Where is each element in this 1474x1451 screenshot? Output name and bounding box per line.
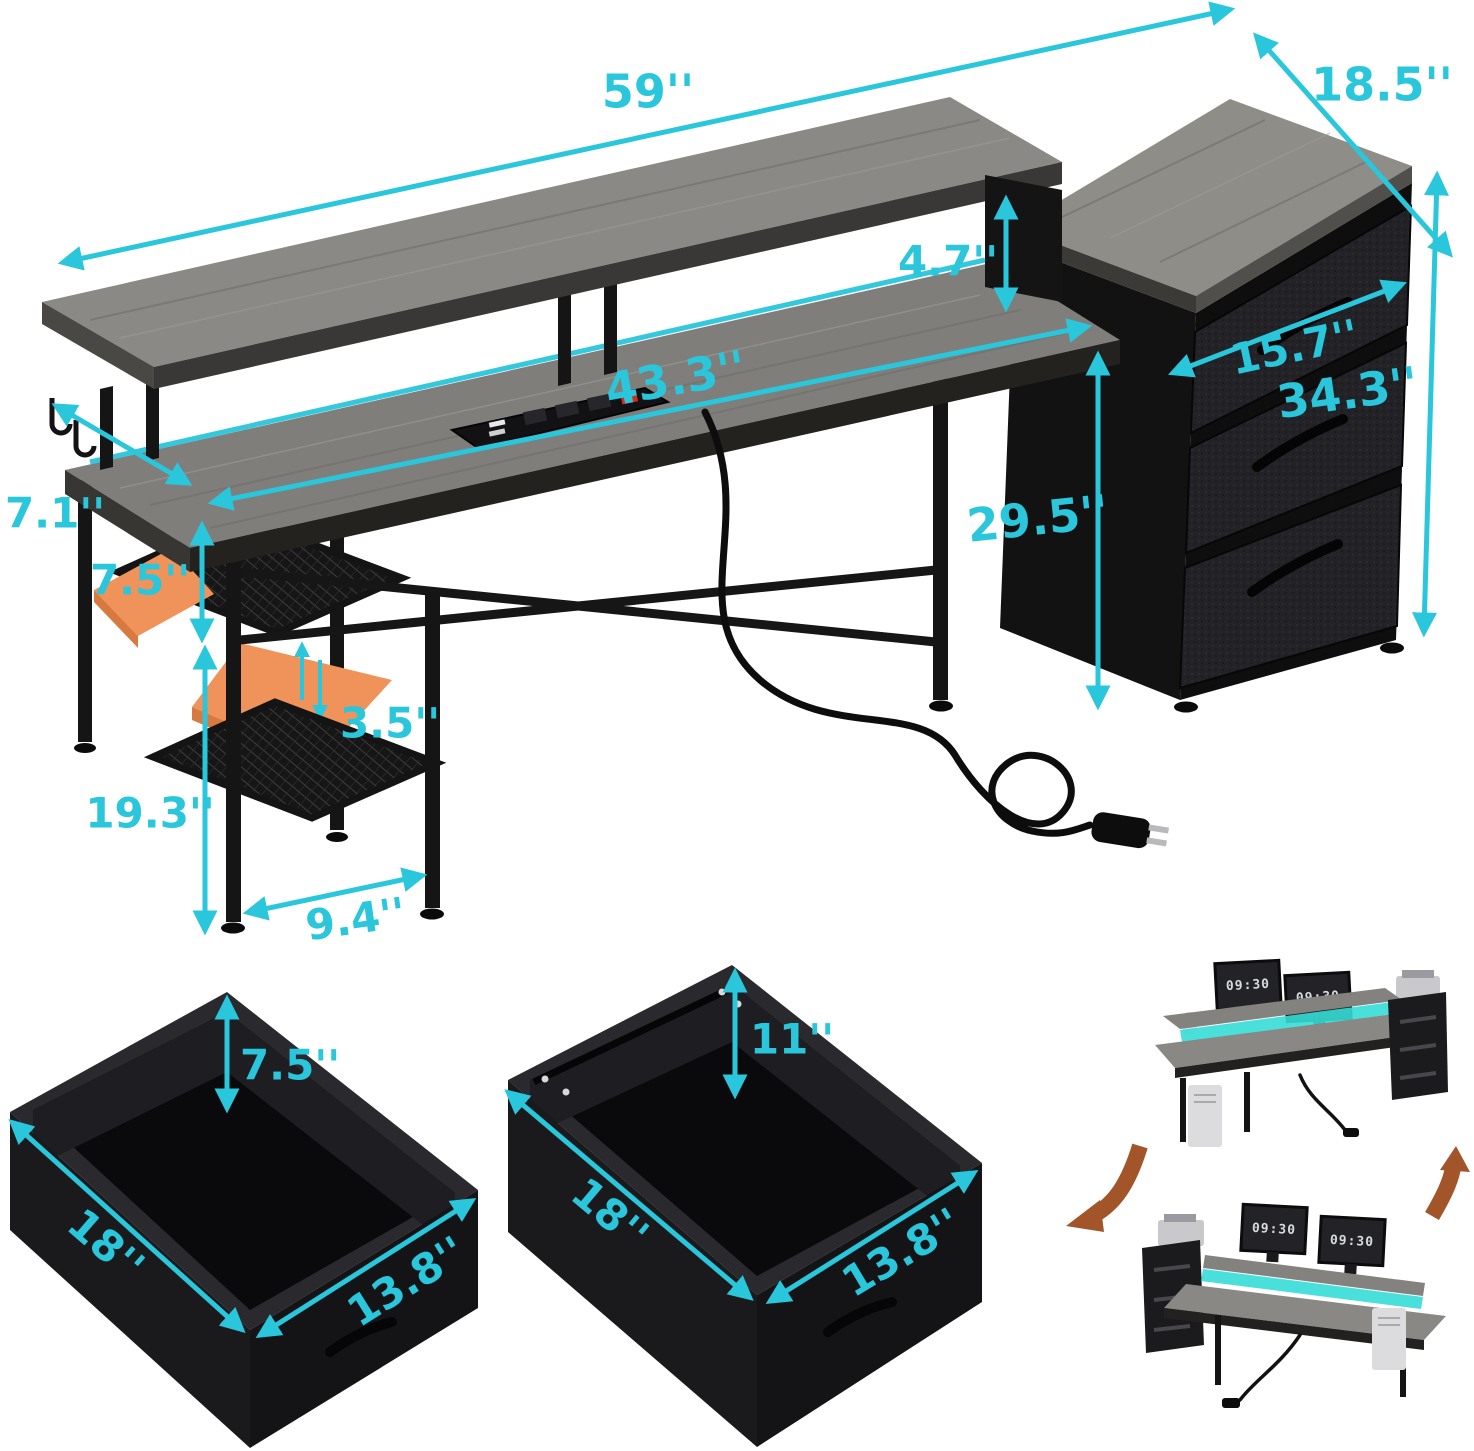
mini-plug [1222,1398,1240,1408]
dim-label-shelf-depth: 7.1'' [5,489,105,538]
plug-prong [1146,837,1167,847]
dim-label-box1-height: 7.5'' [240,1041,340,1090]
monitor-clock: 09:30 [1330,1233,1375,1250]
led-glow [1201,1269,1423,1309]
dim-label-shelf-adjust: 3.5'' [340,699,440,748]
dim-label-storage-height: 19.3'' [85,789,214,838]
dim-arrow-box1-width [255,1197,477,1339]
panel-reversible-configs: 09:30 09:30 [1066,958,1470,1408]
printer [1158,1220,1204,1246]
dim-arrow-box2-depth [504,1089,754,1301]
pc-tower [1372,1308,1406,1370]
adjustable-shelf-highlight-upper [94,548,214,648]
dim-arrow-34-3 [1412,170,1449,638]
dim-arrow-59 [57,1,1236,271]
led-glow [1180,1001,1402,1042]
power-cord [701,408,1169,849]
rotate-arrow-right [1425,1146,1470,1221]
plug-body [1091,812,1151,849]
dim-label-riser-height: 4.7'' [898,237,998,286]
dim-label-shelf-spacing: 7.5'' [90,556,190,605]
panel-small-drawer-box: 7.5'' 18'' 13.8'' [8,992,478,1448]
monitor-clock: 09:30 [1226,977,1271,994]
config-drawers-left: 09:30 09:30 [1142,1202,1446,1408]
headphone-hook [49,398,73,436]
plug-prong [1148,824,1169,834]
drawer-handle [1252,414,1348,472]
dim-arrow-43-3 [207,318,1093,511]
file-hanging-rail [532,984,734,1086]
rotate-arrow-left [1066,1143,1148,1232]
main-desk-illustration: 59'' 18.5'' 7.1'' 4.7'' 15.7'' 43.3'' 34… [5,1,1453,950]
mini-plug [1343,1128,1359,1137]
monitor-clock: 09:30 [1252,1221,1297,1238]
dim-label-top-depth: 18.5'' [1311,58,1453,112]
panel-file-drawer-box: 11'' 18'' 13.8'' [504,965,982,1447]
drawer-handle [1247,539,1343,597]
dim-label-shelf-length: 59'' [602,65,694,119]
dim-arrow-9-4 [242,867,428,921]
dim-arrow-15-7 [1168,279,1407,378]
pc-tower [1188,1085,1222,1147]
dim-arrow-7-1 [51,403,193,486]
dim-arrow-box1-depth [8,1118,246,1334]
dim-arrow-box2-width [765,1170,979,1304]
dim-label-box2-height: 11'' [750,1015,834,1064]
dimension-arrows [51,1,1453,936]
config-drawers-right: 09:30 09:30 [1155,958,1448,1147]
